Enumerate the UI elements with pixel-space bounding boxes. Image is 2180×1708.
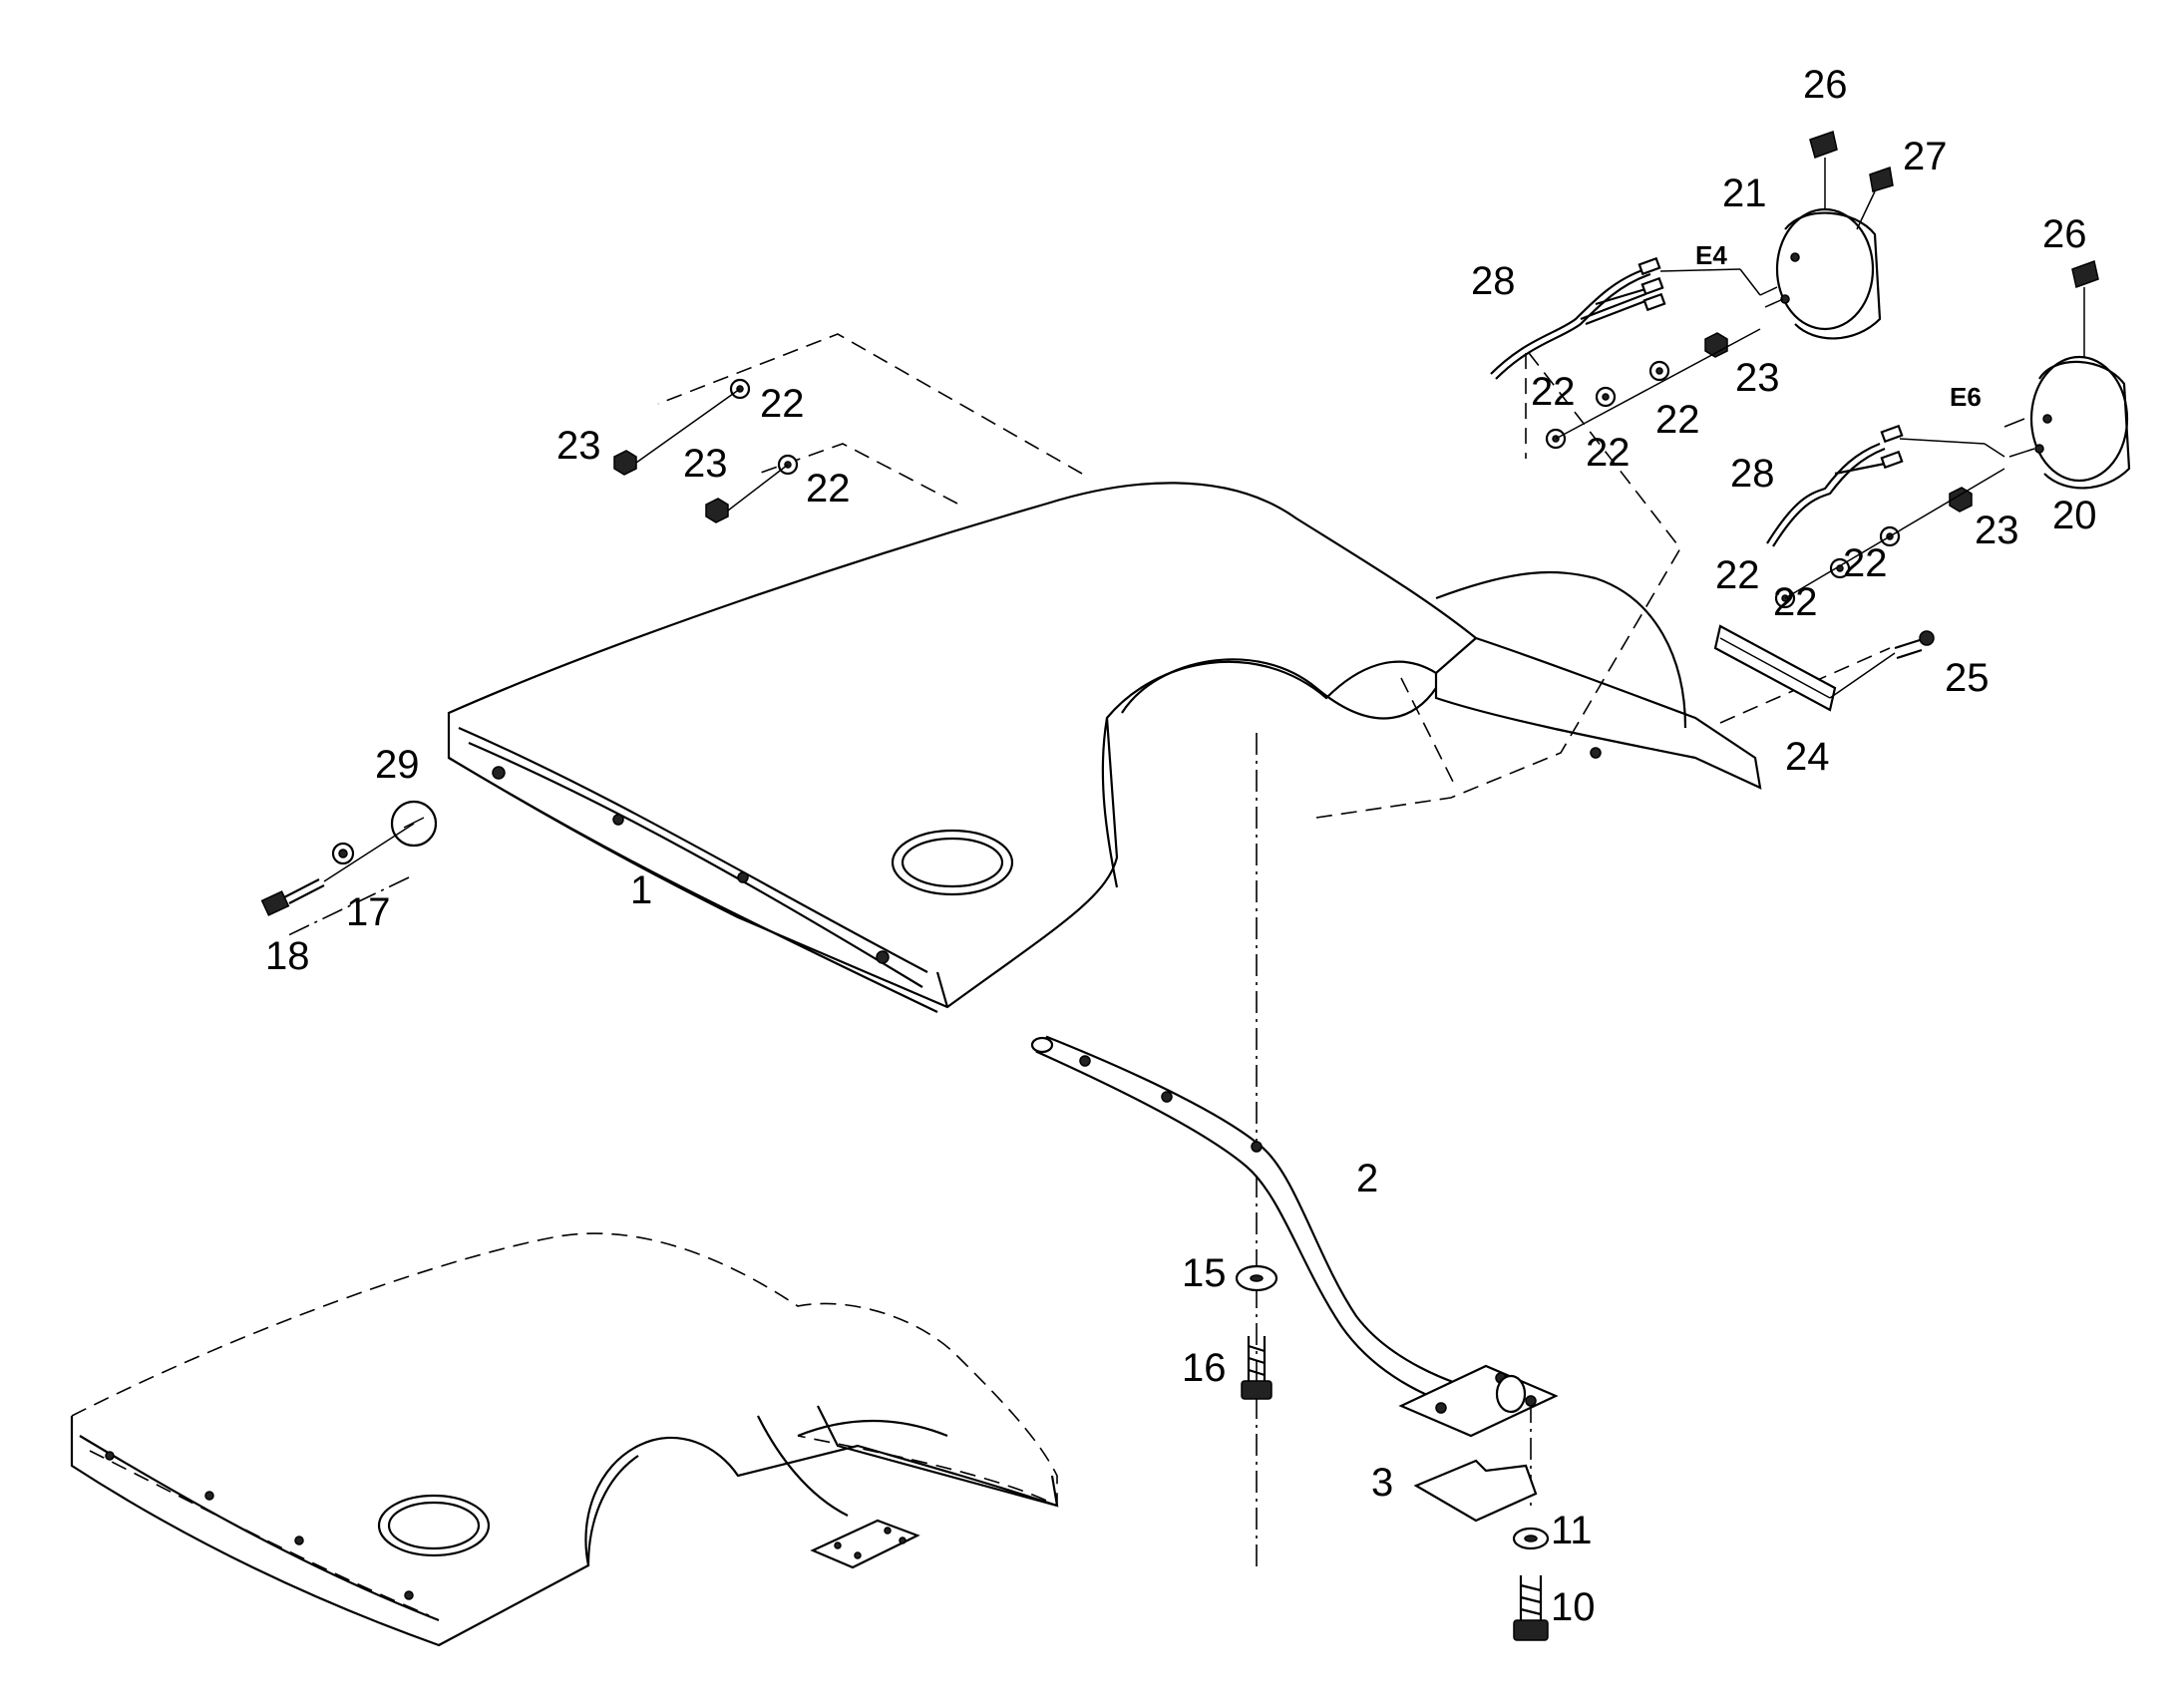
callout-labels: 1 2 3 10 11 15 16 17 18 20 21 22 22 22 2… — [265, 63, 2097, 1629]
callout-23: 23 — [1735, 356, 1780, 400]
callout-23: 23 — [556, 424, 601, 468]
gauge-tag-e4: E4 — [1695, 240, 1727, 270]
callout-26: 26 — [2042, 212, 2087, 256]
callout-23: 23 — [683, 442, 728, 486]
reflector-strip — [1713, 624, 1935, 712]
gauge-20 — [2003, 355, 2131, 490]
support-bracket — [1030, 1035, 1559, 1438]
callout-17: 17 — [346, 890, 391, 934]
callout-10: 10 — [1551, 1585, 1596, 1629]
callout-2: 2 — [1356, 1157, 1378, 1200]
bracket-plate — [1413, 1459, 1538, 1523]
left-bolt-assembly — [260, 800, 438, 916]
lower-bolt-assembly — [1512, 1527, 1550, 1641]
callout-1: 1 — [630, 868, 652, 912]
gauge-21-hardware — [1545, 328, 1761, 450]
callout-3: 3 — [1371, 1461, 1393, 1505]
callout-25: 25 — [1945, 656, 1990, 700]
callout-28: 28 — [1730, 452, 1775, 496]
callout-22: 22 — [1715, 553, 1760, 597]
assembly-reference-lines — [283, 333, 1891, 1570]
callout-18: 18 — [265, 934, 310, 978]
callout-16: 16 — [1182, 1346, 1227, 1390]
callout-26: 26 — [1803, 63, 1848, 107]
callout-22: 22 — [1531, 370, 1576, 414]
callout-22: 22 — [1655, 398, 1700, 442]
gauge-tag-e6: E6 — [1950, 382, 1982, 412]
callout-11: 11 — [1551, 1509, 1593, 1552]
fender-mounting-slot — [492, 747, 1602, 964]
connector-27 — [1856, 166, 1894, 230]
callout-22: 22 — [1843, 541, 1888, 585]
gauge-21 — [1759, 207, 1882, 340]
callout-24: 24 — [1785, 735, 1830, 779]
gauge-tags: E4 E6 — [1695, 240, 1982, 412]
callout-21: 21 — [1722, 171, 1767, 215]
callout-15: 15 — [1182, 1251, 1227, 1295]
callout-22: 22 — [1586, 431, 1631, 475]
connector-26-lower — [2071, 260, 2099, 357]
gauge-20-hardware — [1774, 468, 2005, 609]
upper-left-hardware — [613, 378, 799, 523]
callout-28: 28 — [1471, 259, 1516, 303]
callout-23: 23 — [1975, 509, 2019, 552]
callout-22: 22 — [1773, 580, 1818, 624]
callout-22: 22 — [760, 382, 805, 426]
callout-27: 27 — [1903, 135, 1948, 178]
center-bolt-assembly — [1235, 1264, 1278, 1400]
fender-panel — [447, 482, 1762, 1013]
connector-26-upper — [1809, 131, 1838, 209]
callout-22: 22 — [806, 467, 851, 511]
wiring-harness-28-lower — [1766, 424, 2005, 547]
ghost-assembly-view — [70, 1232, 1059, 1647]
callout-20: 20 — [2052, 494, 2097, 537]
wiring-harness-28-upper — [1490, 256, 1761, 380]
callout-29: 29 — [375, 743, 420, 787]
